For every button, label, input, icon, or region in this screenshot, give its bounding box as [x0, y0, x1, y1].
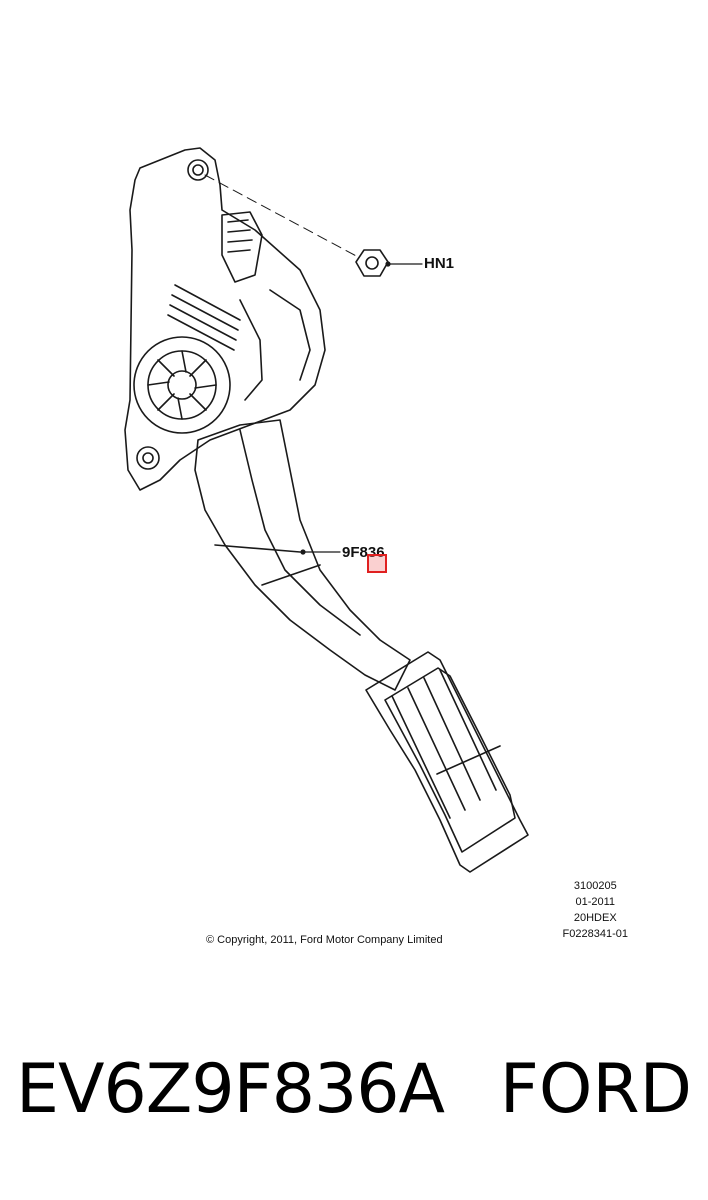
- copyright-notice: © Copyright, 2011, Ford Motor Company Li…: [206, 934, 443, 946]
- bracket-hole-top: [187, 159, 209, 181]
- highlight-hotspot[interactable]: [367, 554, 387, 573]
- callout-9f836: 9F836: [342, 544, 385, 561]
- hex-nut: [355, 249, 389, 277]
- meta-line: 3100205: [573, 880, 617, 892]
- accelerator-pedal-diagram: [124, 147, 529, 873]
- pedal-pad: [365, 651, 529, 873]
- bracket-hole-bottom: [136, 446, 160, 470]
- part-number: EV6Z9F836A: [16, 1050, 445, 1129]
- callout-hn1: HN1: [424, 255, 455, 272]
- pedal-bracket: [124, 147, 326, 491]
- electrical-connector: [221, 211, 263, 283]
- product-footer: EV6Z9F836A FORD: [0, 1050, 708, 1160]
- sensor-rotor: [133, 336, 231, 434]
- meta-line: 20HDEX: [573, 912, 617, 924]
- alignment-line: [204, 174, 361, 259]
- meta-line: F0228341-01: [562, 928, 628, 940]
- meta-line: 01-2011: [575, 896, 616, 908]
- drawing-metadata: 3100205 01-2011 20HDEX F0228341-01: [563, 878, 628, 942]
- brand-name: FORD: [499, 1050, 692, 1129]
- pedal-arm: [194, 419, 411, 691]
